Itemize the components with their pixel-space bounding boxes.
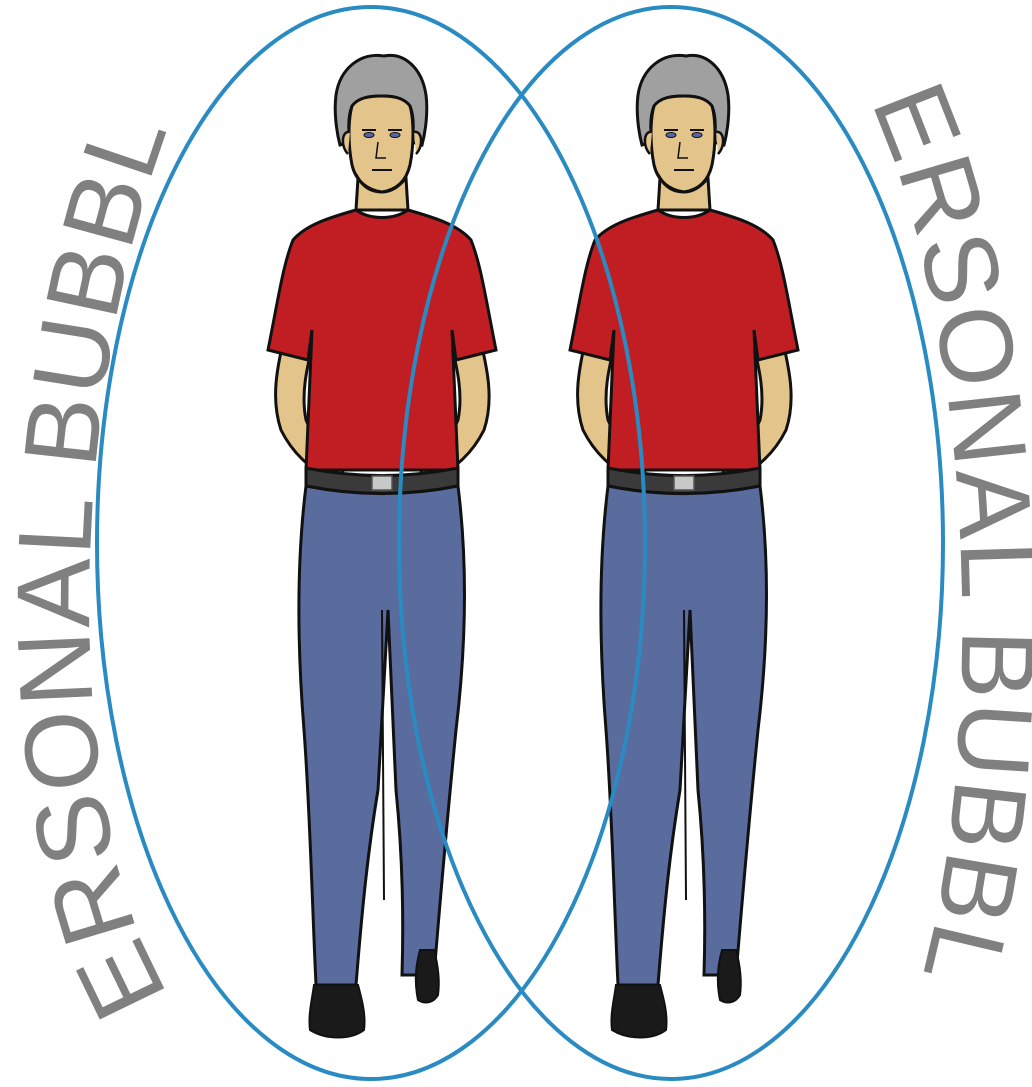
right-man-figure (570, 55, 798, 1037)
